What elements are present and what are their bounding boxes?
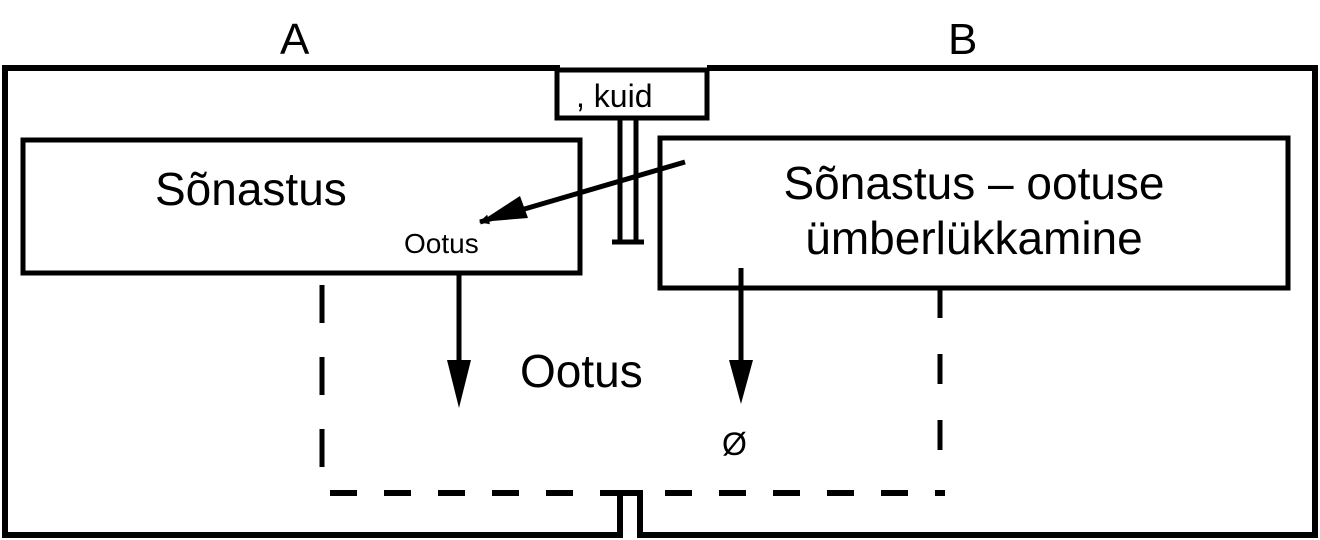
arrow-b-down-head — [729, 360, 753, 404]
center-label: Ootus — [520, 345, 643, 397]
outer-frame — [2, 65, 1318, 538]
null-symbol: Ø — [722, 426, 747, 462]
box-a-sublabel: Ootus — [404, 228, 479, 259]
arrow-b-to-a-head — [480, 196, 528, 222]
connector-label: , kuid — [576, 78, 653, 114]
box-b — [657, 135, 1291, 291]
connector-box — [554, 67, 710, 121]
arrow-a-down-head — [447, 360, 471, 408]
side-label-a: A — [280, 15, 310, 64]
box-a — [20, 137, 583, 276]
side-label-b: B — [948, 15, 978, 64]
box-b-line2: ümberlükkamine — [805, 212, 1143, 264]
box-b-line1: Sõnastus – ootuse — [783, 157, 1165, 209]
box-a-title: Sõnastus — [155, 163, 347, 215]
